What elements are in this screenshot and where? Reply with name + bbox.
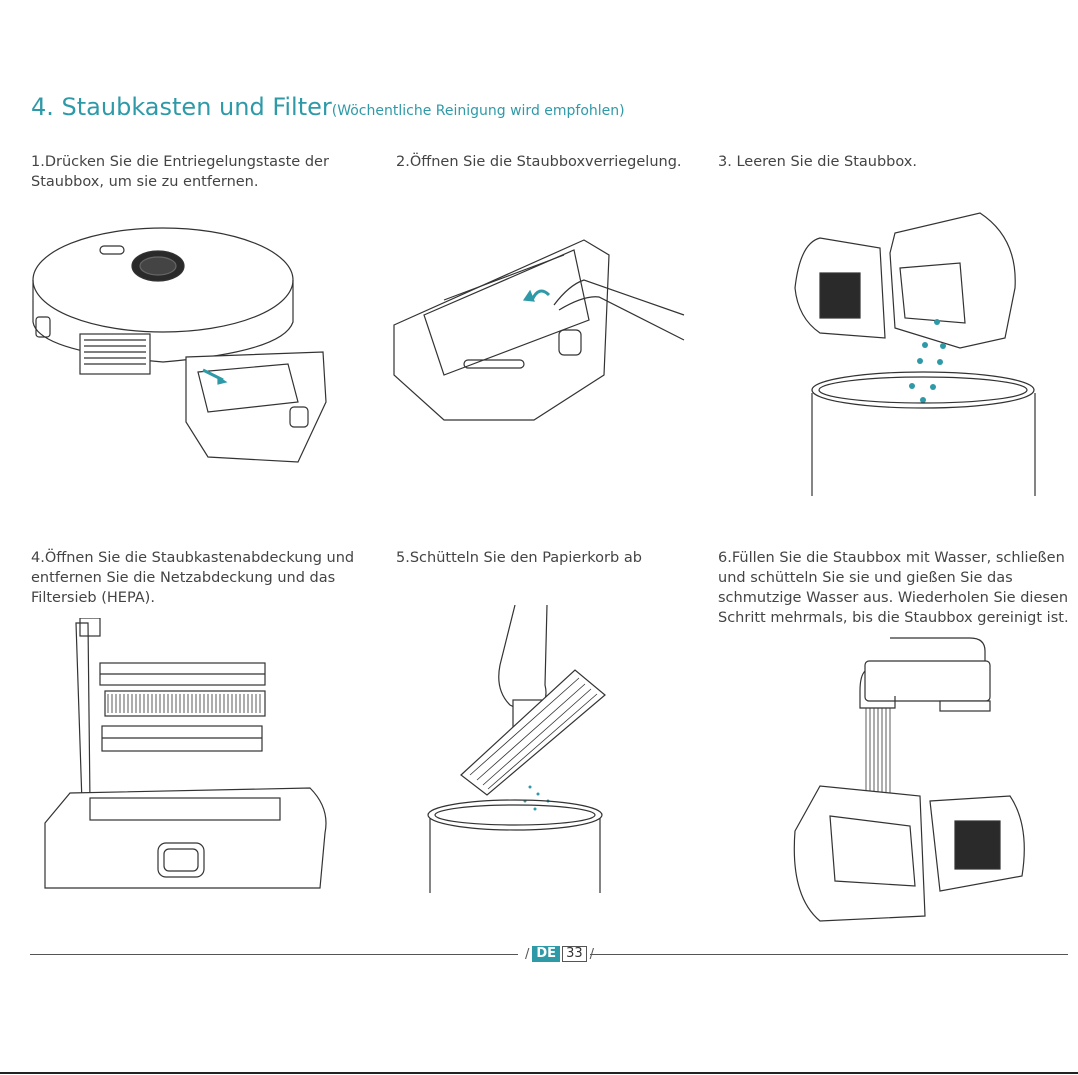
empty-dustbox-illustration <box>790 208 1040 498</box>
section-subtitle: (Wöchentliche Reinigung wird empfohlen) <box>331 103 625 119</box>
robot-dustbox-removal-illustration <box>28 222 338 472</box>
step-2-text: 2.Öffnen Sie die Staubboxverriegelung. <box>396 152 682 172</box>
language-badge: DE <box>532 946 561 962</box>
step-4-text: 4.Öffnen Sie die Staubkastenabdeckung un… <box>31 548 354 608</box>
step-2-line: 2.Öffnen Sie die Staubboxverriegelung. <box>396 154 682 170</box>
step-6-text: 6.Füllen Sie die Staubbox mit Wasser, sc… <box>718 548 1069 628</box>
page-bottom-border <box>0 1072 1078 1074</box>
footer-rule-left <box>30 954 518 955</box>
page-number: 33 <box>562 946 587 962</box>
step-3-line: 3. Leeren Sie die Staubbox. <box>718 154 917 170</box>
step-1-text: 1.Drücken Sie die Entriegelungstaste der… <box>31 152 329 192</box>
step-6-line: Schritt mehrmals, bis die Staubbox gerei… <box>718 610 1069 626</box>
rinse-dustbox-illustration <box>790 636 1035 931</box>
page-number-badge: / DE 33 / <box>522 945 597 963</box>
footer-rule-right <box>590 954 1068 955</box>
step-6-line: und schütteln Sie sie und gießen Sie das <box>718 570 1013 586</box>
section-heading: 4. Staubkasten und Filter(Wöchentliche R… <box>31 93 625 121</box>
step-3-text: 3. Leeren Sie die Staubbox. <box>718 152 917 172</box>
slash-decoration: / <box>525 946 530 962</box>
step-6-line: 6.Füllen Sie die Staubbox mit Wasser, sc… <box>718 550 1065 566</box>
step-1-line: 1.Drücken Sie die Entriegelungstaste der <box>31 154 329 170</box>
step-5-line: 5.Schütteln Sie den Papierkorb ab <box>396 550 642 566</box>
step-1-line: Staubbox, um sie zu entfernen. <box>31 174 259 190</box>
step-4-line: 4.Öffnen Sie die Staubkastenabdeckung un… <box>31 550 355 566</box>
filter-parts-illustration <box>40 618 335 898</box>
step-6-line: schmutzige Wasser aus. Wiederholen Sie d… <box>718 590 1069 606</box>
dustbox-latch-illustration <box>384 225 689 425</box>
step-5-text: 5.Schütteln Sie den Papierkorb ab <box>396 548 642 568</box>
shake-filter-illustration <box>425 605 610 895</box>
section-title: 4. Staubkasten und Filter <box>31 93 332 121</box>
step-4-line: Filtersieb (HEPA). <box>31 590 155 606</box>
step-4-line: entfernen Sie die Netzabdeckung und das <box>31 570 336 586</box>
